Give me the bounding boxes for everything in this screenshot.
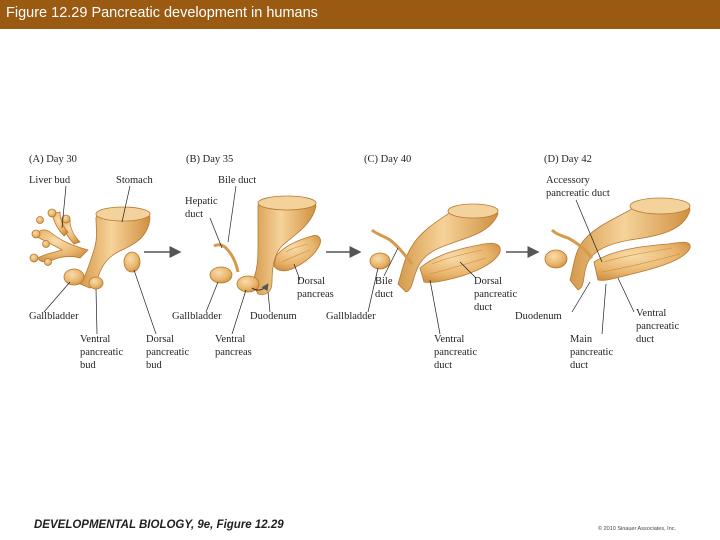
panel-b-leaders — [205, 185, 301, 335]
panel-d-heading: (D) Day 42 — [544, 154, 592, 165]
duct-d-shape — [550, 228, 594, 259]
label-ventral-duct-d-1: Ventral — [636, 308, 666, 319]
label-accessory-duct-1: Accessory — [546, 175, 590, 186]
label-main-duct-1: Main — [570, 334, 593, 345]
ventral-pancreas-b-shape — [236, 275, 260, 293]
label-gallbladder-a: Gallbladder — [29, 311, 79, 322]
panel-b-heading: (B) Day 35 — [186, 154, 233, 165]
gallbladder-d-shape — [544, 249, 568, 269]
stomach-opening-c-shape — [447, 203, 499, 219]
label-gallbladder-b: Gallbladder — [172, 311, 222, 322]
copyright-notice: © 2010 Sinauer Associates, Inc. — [598, 526, 677, 532]
label-hepatic-duct-2: duct — [185, 209, 203, 220]
label-ventral-duct-c-1: Ventral — [434, 334, 464, 345]
dorsal-bud-a-shape — [123, 251, 141, 273]
gallbladder-a-shape — [63, 268, 85, 286]
label-stomach: Stomach — [116, 175, 153, 186]
label-gallbladder-c: Gallbladder — [326, 311, 376, 322]
label-dorsal-pancreas-1: Dorsal — [297, 276, 325, 287]
stomach-d-shape — [569, 200, 691, 291]
panel-c-heading: (C) Day 40 — [364, 154, 411, 165]
stomach-opening-b-shape — [257, 195, 317, 211]
stomach-c-shape — [397, 206, 499, 293]
label-liver-bud: Liver bud — [29, 175, 71, 186]
dorsal-pancreas-b-lobules — [281, 243, 311, 263]
slide-title: Figure 12.29 Pancreatic development in h… — [6, 5, 318, 21]
pancreas-d-shape — [593, 241, 691, 281]
label-bile-duct-c-1: Bile — [375, 276, 393, 287]
label-dorsal-bud-3: bud — [146, 360, 163, 371]
label-bile-duct-b: Bile duct — [218, 175, 256, 186]
label-ventral-pancreas-2: pancreas — [215, 347, 252, 358]
panel-d-leaders — [571, 199, 635, 335]
label-ventral-pancreas-1: Ventral — [215, 334, 245, 345]
label-ventral-bud-1: Ventral — [80, 334, 110, 345]
label-accessory-duct-2: pancreatic duct — [546, 188, 610, 199]
label-duodenum-d: Duodenum — [515, 311, 562, 322]
label-main-duct-2: pancreatic — [570, 347, 613, 358]
label-dorsal-bud-1: Dorsal — [146, 334, 174, 345]
figure-credit: DEVELOPMENTAL BIOLOGY, 9e, Figure 12.29 — [34, 519, 284, 531]
label-ventral-duct-c-3: duct — [434, 360, 452, 371]
dorsal-pancreas-b-shape — [273, 235, 321, 272]
label-ventral-duct-c-2: pancreatic — [434, 347, 477, 358]
gallbladder-c-shape — [369, 252, 391, 270]
panel-c-leaders — [367, 247, 477, 335]
pancreas-d-lobules — [601, 247, 681, 273]
label-dorsal-duct-2: pancreatic — [474, 289, 517, 300]
stomach-opening-d-shape — [629, 197, 691, 215]
label-dorsal-pancreas-2: pancreas — [297, 289, 334, 300]
label-ventral-bud-2: pancreatic — [80, 347, 123, 358]
bile-duct-c-shape — [370, 228, 414, 265]
liver-bud-shape — [29, 208, 89, 266]
panel-a: (A) Day 30 Liver bud Stomach Gallbladder… — [29, 154, 189, 371]
stomach-tube-shape — [79, 209, 151, 289]
stomach-opening-shape — [95, 206, 151, 222]
ventral-bud-a-shape — [88, 276, 104, 290]
label-ventral-duct-d-2: pancreatic — [636, 321, 679, 332]
label-main-duct-3: duct — [570, 360, 588, 371]
label-bile-duct-c-2: duct — [375, 289, 393, 300]
gallbladder-b-shape — [209, 266, 233, 284]
label-hepatic-duct-1: Hepatic — [185, 196, 218, 207]
label-dorsal-duct-3: duct — [474, 302, 492, 313]
panel-c: (C) Day 40 Bile duct Gallbladder Dorsal … — [326, 154, 517, 371]
pancreas-c-shape — [419, 242, 501, 283]
duodenum-b-shape — [251, 198, 317, 295]
label-duodenum-b: Duodenum — [250, 311, 297, 322]
panel-b: (B) Day 35 Bile duct Hepatic duct Gallbl… — [172, 154, 334, 358]
label-dorsal-bud-2: pancreatic — [146, 347, 189, 358]
bile-duct-b-shape — [213, 243, 240, 273]
rotation-arrow-b — [251, 283, 269, 292]
pancreas-c-lobules — [429, 249, 487, 275]
title-bar: Figure 12.29 Pancreatic development in h… — [0, 0, 720, 29]
label-dorsal-duct-1: Dorsal — [474, 276, 502, 287]
label-ventral-duct-d-3: duct — [636, 334, 654, 345]
panel-a-leaders — [43, 185, 157, 335]
panel-a-heading: (A) Day 30 — [29, 154, 77, 165]
label-ventral-bud-3: bud — [80, 360, 97, 371]
panel-d: (D) Day 42 Accessory pancreatic duct Duo… — [515, 154, 691, 371]
